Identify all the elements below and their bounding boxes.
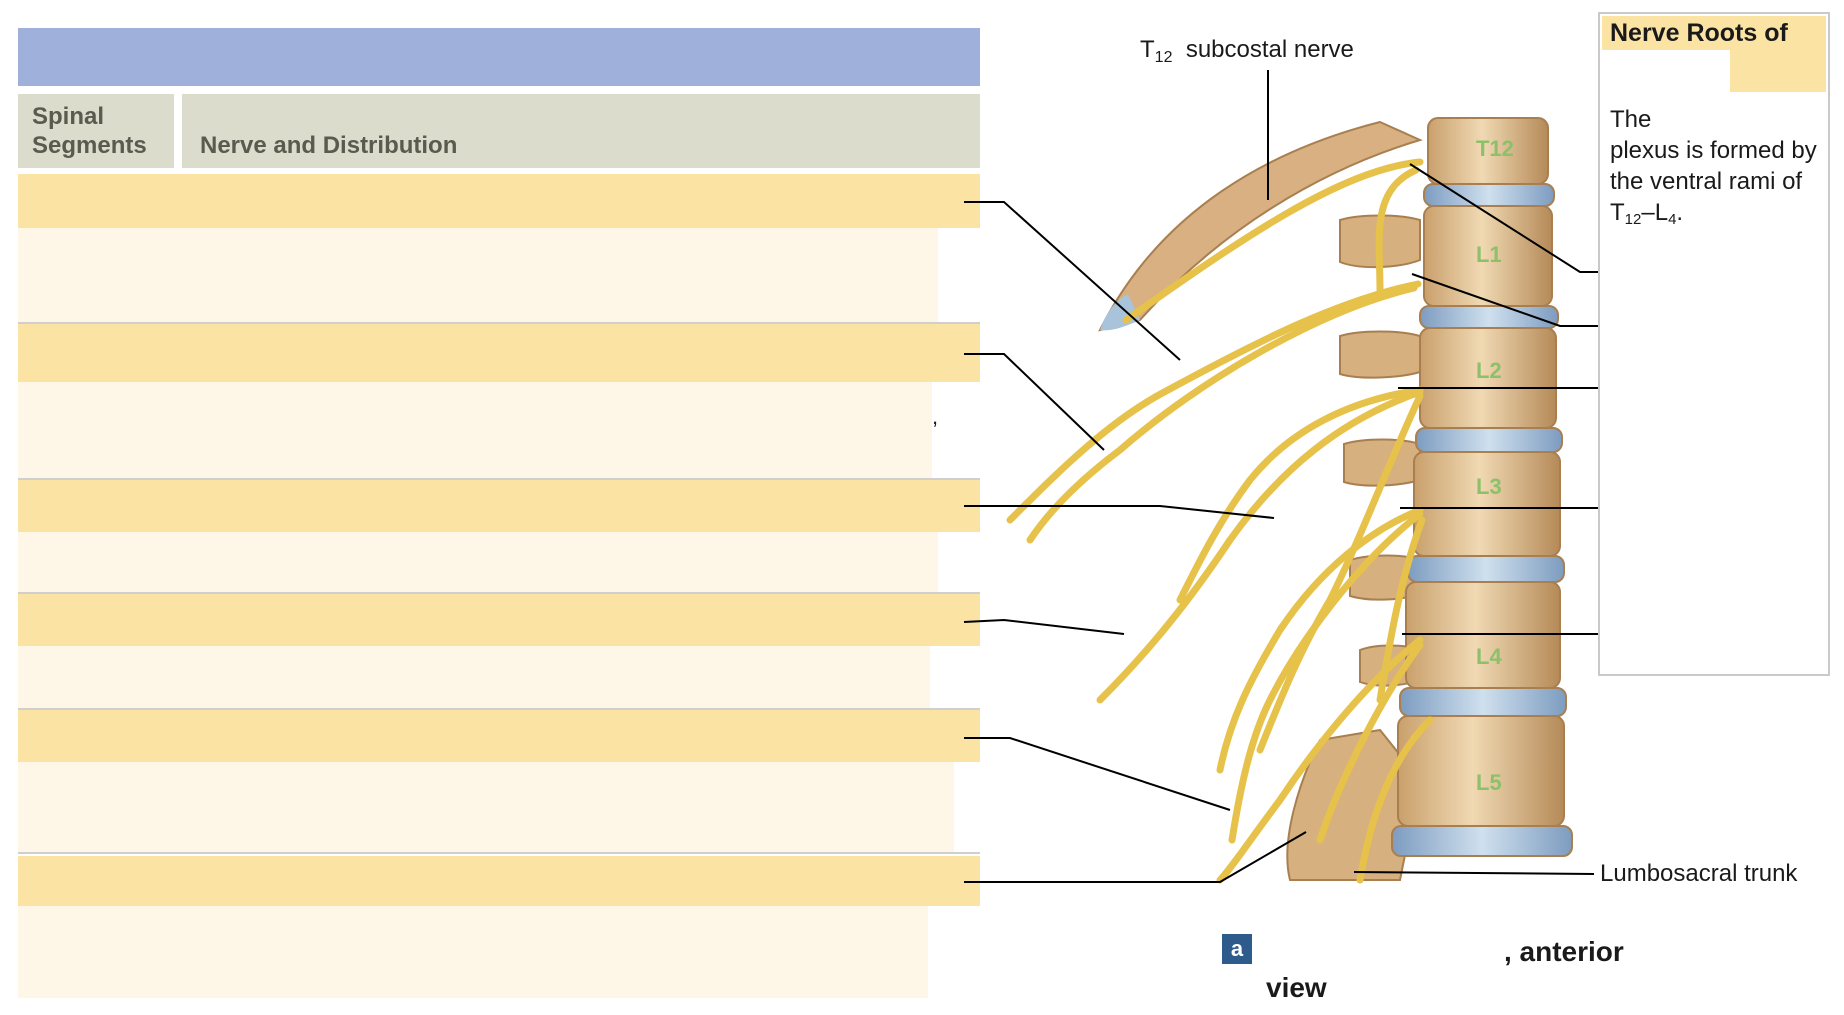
row-divider <box>18 708 980 710</box>
inset-text: The <box>1610 106 1652 133</box>
figure-badge: a <box>1222 934 1252 964</box>
row-divider <box>18 322 980 324</box>
inset-box <box>1598 12 1830 676</box>
row-divider <box>18 478 980 480</box>
vertebra-label: L1 <box>1476 242 1502 267</box>
row-divider <box>18 592 980 594</box>
vertebra-label: T12 <box>1476 136 1514 161</box>
header-divider <box>174 94 182 168</box>
label-text: T <box>1140 36 1155 63</box>
label-subcostal-nerve: T12 subcostal nerve <box>1140 36 1354 72</box>
inset-text: –L <box>1641 199 1669 226</box>
inset-description: The plexus is formed by the ventral rami… <box>1610 104 1820 235</box>
table-row-2-body <box>18 382 932 478</box>
twelfth-rib <box>1098 120 1423 332</box>
table-row-3-heading <box>18 480 980 532</box>
disc <box>1423 183 1555 207</box>
inset-subscript: 12 <box>1624 211 1642 228</box>
table-row-4-body <box>18 646 930 708</box>
inset-title-blank <box>1730 50 1826 92</box>
table-row-5-body <box>18 762 954 852</box>
table-row-5-heading <box>18 710 980 762</box>
vertebra-label: L2 <box>1476 358 1502 383</box>
leader-lines <box>963 70 1614 883</box>
table-row-6-body <box>18 906 928 998</box>
inset-text: plexus is formed by the ventral rami of … <box>1610 137 1817 226</box>
inset-subscript: 4 <box>1668 211 1677 228</box>
label-subscript: 12 <box>1154 49 1173 66</box>
inset-text: . <box>1676 199 1684 226</box>
table-row-1-body <box>18 228 938 322</box>
vertebra-l3 <box>1413 451 1561 557</box>
table-row-4-heading <box>18 594 980 646</box>
stray-comma: , <box>932 404 939 429</box>
disc <box>1407 555 1565 583</box>
label-lumbosacral-trunk: Lumbosacral trunk <box>1600 860 1798 887</box>
vertebra-label: L3 <box>1476 474 1502 499</box>
vertebra-label: L4 <box>1476 644 1502 669</box>
vertebra-labels: T12 L1 L2 L3 L4 L5 <box>1476 136 1514 795</box>
caption-line-1: , anterior <box>1504 936 1624 967</box>
table-row-1-heading <box>18 174 980 228</box>
inset-title: Nerve Roots of <box>1602 16 1826 50</box>
disc <box>1415 427 1563 453</box>
table-row-6-heading <box>18 856 980 906</box>
header-spinal-segments: Spinal Segments <box>32 103 147 159</box>
table-row-3-body <box>18 532 938 592</box>
table-row-2-heading <box>18 324 980 382</box>
vertebra-label: L5 <box>1476 770 1502 795</box>
row-divider <box>18 852 980 854</box>
disc <box>1399 687 1567 717</box>
nerves <box>1006 158 1434 884</box>
table-title-bar <box>18 28 980 86</box>
disc <box>1391 825 1573 857</box>
header-nerve-distribution: Nerve and Distribution <box>200 132 458 159</box>
label-text: subcostal nerve <box>1185 36 1354 63</box>
caption-line-2: view <box>1266 972 1327 1003</box>
